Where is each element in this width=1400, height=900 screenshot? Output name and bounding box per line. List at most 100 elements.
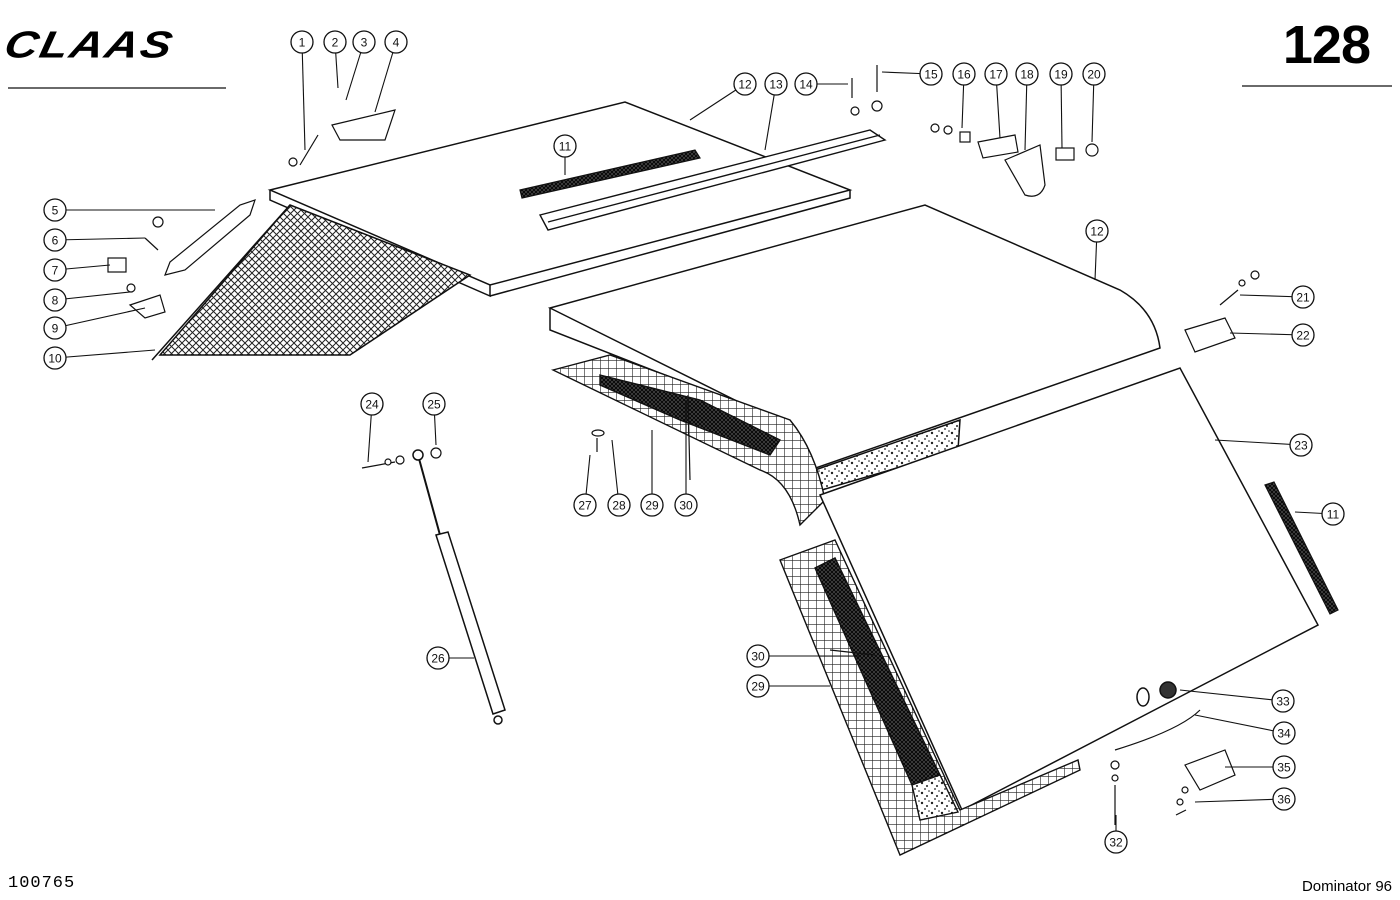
callout-number: 19 <box>1054 68 1068 82</box>
callout-4: 4 <box>384 30 408 54</box>
callout-number: 9 <box>52 322 59 336</box>
page-number: 128 <box>1282 15 1371 75</box>
callout-28: 28 <box>607 493 631 517</box>
callout-number: 26 <box>431 652 445 666</box>
side-access-panel <box>818 367 1320 812</box>
callout-circle <box>746 674 770 698</box>
callout-circle <box>323 30 347 54</box>
callout-circle <box>43 288 67 312</box>
callout-circle <box>746 644 770 668</box>
callout-circle <box>1104 830 1128 854</box>
callout-13: 13 <box>764 72 788 96</box>
upper-hood-panel <box>267 101 853 298</box>
callout-36: 36 <box>1272 787 1296 811</box>
callout-number: 30 <box>751 650 765 664</box>
callout-number: 2 <box>332 36 339 50</box>
callout-29: 29 <box>746 674 770 698</box>
callout-circle <box>422 392 446 416</box>
leader-line <box>1024 73 1028 151</box>
callout-circle <box>1049 62 1073 86</box>
callout-23: 23 <box>1289 433 1313 457</box>
callout-number: 21 <box>1296 291 1310 305</box>
callout-6: 6 <box>43 228 67 252</box>
callout-circle <box>607 493 631 517</box>
callout-number: 17 <box>989 68 1003 82</box>
callout-number: 11 <box>1327 508 1340 522</box>
callout-number: 1 <box>299 36 306 50</box>
callout-3: 3 <box>352 30 376 54</box>
callout-29: 29 <box>640 493 664 517</box>
callout-number: 10 <box>48 352 62 366</box>
callout-34: 34 <box>1272 721 1296 745</box>
callout-circle <box>764 72 788 96</box>
gas-strut <box>412 449 506 725</box>
callout-14: 14 <box>794 72 818 96</box>
callout-circle <box>1321 502 1345 526</box>
callout-circle <box>1291 323 1315 347</box>
callout-26: 26 <box>426 646 450 670</box>
callout-circle <box>674 493 698 517</box>
upper-side-mesh <box>151 204 472 361</box>
callout-circle <box>640 493 664 517</box>
callout-circle <box>43 346 67 370</box>
callout-number: 36 <box>1277 793 1291 807</box>
callout-number: 29 <box>645 499 659 513</box>
callout-number: 13 <box>769 78 783 92</box>
callout-circle <box>1082 62 1106 86</box>
callout-number: 25 <box>427 398 441 412</box>
header-rules <box>8 85 1392 89</box>
leader-line <box>1179 689 1284 702</box>
callout-22: 22 <box>1291 323 1315 347</box>
callout-1: 1 <box>290 30 314 54</box>
callout-20: 20 <box>1082 62 1106 86</box>
callout-circle <box>984 62 1008 86</box>
callout-32: 32 <box>1104 830 1128 854</box>
callout-circle <box>43 316 67 340</box>
callout-number: 15 <box>924 68 938 82</box>
callout-number: 30 <box>679 499 693 513</box>
callout-circle <box>43 198 67 222</box>
leader-line <box>54 349 156 359</box>
callout-33: 33 <box>1271 689 1295 713</box>
callout-circle <box>952 62 976 86</box>
callout-19: 19 <box>1049 62 1073 86</box>
callout-circle <box>1289 433 1313 457</box>
callout-21: 21 <box>1291 285 1315 309</box>
callout-5: 5 <box>43 198 67 222</box>
callout-number: 3 <box>361 36 368 50</box>
callout-number: 16 <box>957 68 971 82</box>
callout-18: 18 <box>1015 62 1039 86</box>
callout-circle <box>1291 285 1315 309</box>
callout-number: 32 <box>1109 836 1123 850</box>
callout-30: 30 <box>674 493 698 517</box>
callout-11: 11 <box>1321 502 1345 526</box>
leader-line <box>54 237 146 241</box>
callout-17: 17 <box>984 62 1008 86</box>
leader-line <box>54 307 146 329</box>
callout-circle <box>733 72 757 96</box>
callout-circle <box>43 228 67 252</box>
lower-mesh-frame <box>779 539 1081 856</box>
callout-12: 12 <box>1085 219 1109 243</box>
callout-2: 2 <box>323 30 347 54</box>
callout-circle <box>919 62 943 86</box>
callout-number: 5 <box>52 204 59 218</box>
callout-circle <box>1271 689 1295 713</box>
callout-number: 33 <box>1276 695 1290 709</box>
callout-number: 35 <box>1277 761 1291 775</box>
leader-line <box>54 291 131 301</box>
callout-circle <box>360 392 384 416</box>
leader-line <box>1229 332 1304 336</box>
machine-model: Dominator 96 <box>1301 878 1392 895</box>
hardware-parts <box>107 65 1260 825</box>
callout-number: 29 <box>751 680 765 694</box>
callout-circle <box>573 493 597 517</box>
callout-number: 34 <box>1277 727 1291 741</box>
callout-10: 10 <box>43 346 67 370</box>
callout-number: 14 <box>799 78 813 92</box>
callout-number: 18 <box>1020 68 1034 82</box>
callout-number: 4 <box>393 36 400 50</box>
